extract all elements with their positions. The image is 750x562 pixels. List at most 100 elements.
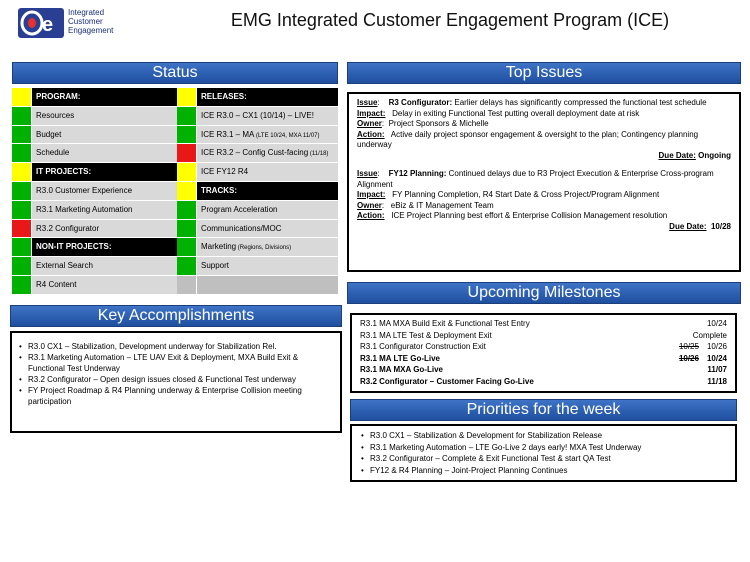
top-issues-box: Issue: R3 Configurator: Earlier delays h…: [347, 92, 741, 272]
status-label-text: IT PROJECTS:: [36, 167, 92, 177]
milestone-date: Complete: [693, 330, 727, 342]
status-section-header: TRACKS:: [177, 181, 338, 201]
status-indicator: [12, 88, 32, 107]
milestones-box: R3.1 MA MXA Build Exit & Functional Test…: [350, 313, 737, 393]
status-indicator: [12, 125, 32, 145]
impact-text: FY Planning Completion, R4 Start Date & …: [392, 190, 660, 199]
milestone-row: R3.1 MA MXA Build Exit & Functional Test…: [360, 318, 727, 330]
status-label: External Search: [32, 257, 177, 276]
milestone-new-date: 10/24: [706, 353, 727, 363]
status-indicator: [12, 257, 32, 276]
status-row: R3.1 Marketing Automation: [12, 200, 177, 220]
status-row: R3.2 Configurator: [12, 219, 177, 239]
status-label-text: TRACKS:: [201, 185, 237, 195]
priorities-list: R3.0 CX1 – Stabilization & Development f…: [360, 430, 727, 476]
status-indicator: [177, 163, 197, 182]
status-label-text: R4 Content: [36, 279, 77, 289]
status-indicator: [177, 200, 197, 220]
status-label-text: RELEASES:: [201, 92, 247, 101]
status-label: ICE R3.0 – CX1 (10/14) – LIVE!: [197, 106, 338, 126]
status-indicator: [12, 200, 32, 220]
status-label: Budget: [32, 125, 177, 145]
status-label-text: PROGRAM:: [36, 92, 81, 101]
impact-keyword: Impact:: [357, 190, 386, 199]
status-row: Resources: [12, 106, 177, 126]
issue-2: Issue: FY12 Planning: Continued delays d…: [357, 169, 731, 231]
status-label: ICE R3.2 – Config Cust-facing (11/18): [197, 144, 338, 164]
milestone-label: R3.1 MA LTE Go-Live: [360, 353, 441, 363]
due-date-label: Due Date:: [658, 150, 696, 160]
milestone-new-date: Complete: [692, 330, 727, 340]
accomplishments-list: R3.0 CX1 – Stabilization, Development un…: [18, 341, 334, 407]
status-indicator: [12, 275, 32, 295]
status-indicator: [12, 163, 32, 182]
milestone-label: R3.1 Configurator Construction Exit: [360, 342, 486, 351]
status-label: ICE R3.1 – MA (LTE 10/24, MXA 11/07): [197, 125, 338, 145]
status-label: R4 Content: [32, 275, 177, 295]
issue-1: Issue: R3 Configurator: Earlier delays h…: [357, 98, 731, 160]
status-label: Program Acceleration: [197, 200, 338, 220]
status-label-text: ICE R3.1 – MA: [201, 129, 255, 139]
issue-keyword: Issue: [357, 98, 378, 107]
logo-text: Integrated Customer Engagement: [68, 8, 113, 35]
status-label-text: Communications/MOC: [201, 223, 282, 233]
status-label: Communications/MOC: [197, 219, 338, 239]
status-indicator: [12, 238, 32, 258]
owner-text: eBiz & IT Management Team: [390, 200, 494, 210]
priorities-box: R3.0 CX1 – Stabilization & Development f…: [350, 424, 737, 482]
milestones-heading: Upcoming Milestones: [347, 282, 741, 304]
milestone-label: R3.1 MA LTE Test & Deployment Exit: [360, 330, 492, 340]
action-keyword: Action:: [357, 211, 385, 220]
action-text: Active daily project sponsor engagement …: [357, 129, 699, 150]
accomplishments-heading: Key Accomplishments: [10, 305, 342, 327]
status-heading: Status: [12, 62, 338, 84]
status-indicator: [12, 106, 32, 126]
status-label-text: Marketing: [201, 242, 237, 252]
status-row: ICE R3.1 – MA (LTE 10/24, MXA 11/07): [177, 125, 338, 145]
status-row: Support: [177, 257, 338, 276]
status-label: Schedule: [32, 144, 177, 164]
status-row: Schedule: [12, 144, 177, 164]
status-indicator: [177, 125, 197, 145]
milestone-label: R3.2 Configurator – Customer Facing Go-L…: [360, 376, 534, 386]
status-row: R4 Content: [12, 275, 177, 295]
status-label-detail: (Regions, Divisions): [236, 245, 292, 252]
status-label: ICE FY12 R4: [197, 163, 338, 182]
status-indicator: [177, 275, 197, 295]
status-label-detail: (11/18): [308, 151, 329, 158]
status-section-header: IT PROJECTS:: [12, 163, 177, 182]
milestone-label: R3.1 MA MXA Go-Live: [360, 365, 443, 374]
status-label: R3.2 Configurator: [32, 219, 177, 239]
status-label-text: R3.0 Customer Experience: [36, 185, 133, 195]
due-date-value: 10/28: [710, 221, 731, 231]
ice-logo: e Integrated Customer Engagement: [14, 6, 134, 42]
status-right-column: RELEASES:ICE R3.0 – CX1 (10/14) – LIVE!I…: [177, 88, 338, 295]
list-item: R3.0 CX1 – Stabilization, Development un…: [18, 341, 334, 352]
status-row: [177, 275, 338, 295]
list-item: R3.2 Configurator – Complete & Exit Func…: [360, 453, 727, 465]
list-item: R3.0 CX1 – Stabilization & Development f…: [360, 430, 727, 442]
status-label: PROGRAM:: [32, 88, 177, 107]
status-row: ICE R3.0 – CX1 (10/14) – LIVE!: [177, 106, 338, 126]
milestone-row: R3.1 Configurator Construction Exit 10/25…: [360, 341, 727, 353]
status-section-header: RELEASES:: [177, 88, 338, 107]
status-label: Marketing (Regions, Divisions): [197, 238, 338, 258]
status-label-text: NON-IT PROJECTS:: [36, 242, 112, 252]
status-indicator: [177, 238, 197, 258]
issue-text: Earlier delays has significantly compres…: [454, 98, 707, 107]
status-row: R3.0 Customer Experience: [12, 181, 177, 201]
top-issues-heading: Top Issues: [347, 62, 741, 84]
owner-keyword: Owner: [357, 200, 382, 210]
status-row: Program Acceleration: [177, 200, 338, 220]
status-indicator: [177, 144, 197, 164]
status-indicator: [12, 181, 32, 201]
issue-title: R3 Configurator:: [388, 98, 453, 107]
status-indicator: [177, 88, 197, 107]
milestone-date: 10/24: [707, 318, 727, 330]
milestone-date: 11/18: [707, 376, 727, 388]
list-item: FY Project Roadmap & R4 Planning underwa…: [18, 385, 334, 407]
status-row: ICE FY12 R4: [177, 163, 338, 182]
